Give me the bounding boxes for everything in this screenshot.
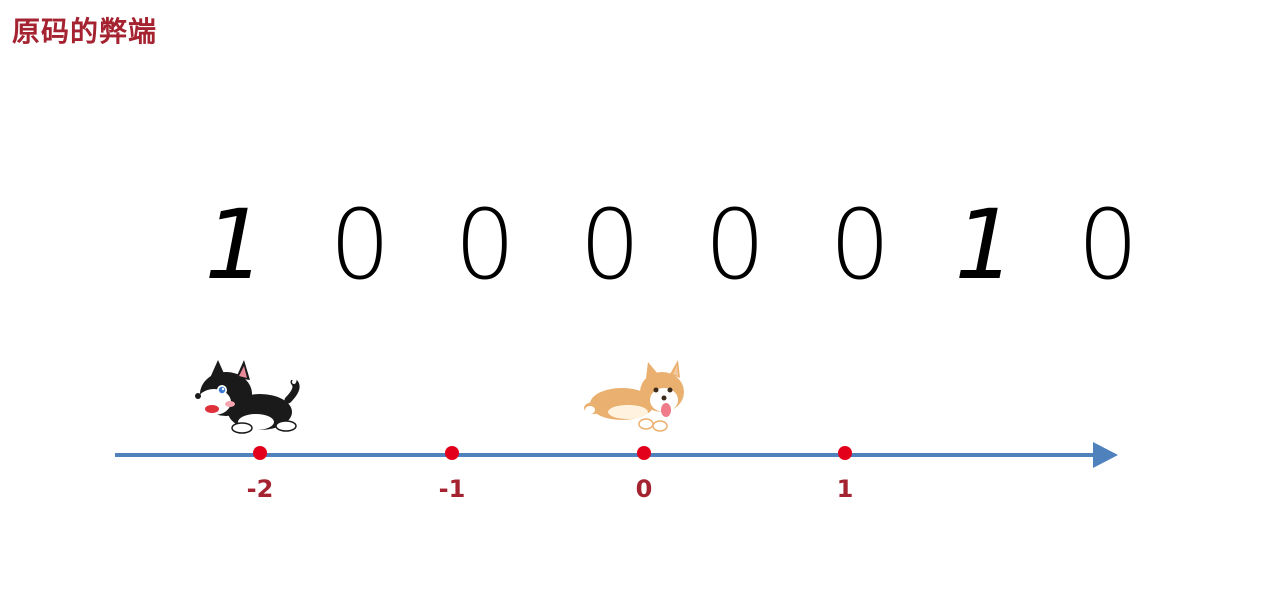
tick-point [445,446,459,460]
binary-digit: 1 [204,189,266,301]
binary-code-row: 1 0 0 0 0 0 1 0 [0,195,1287,295]
binary-digit: 0 [704,189,766,301]
binary-digit: 0 [579,189,641,301]
tick-label: -2 [247,475,274,503]
slide-title: 原码的弊端 [12,15,158,48]
tick-label: 0 [636,475,653,503]
tick-label: 1 [837,475,854,503]
black-dog-icon [195,360,300,434]
tick-points: -2 -1 0 1 [247,446,854,503]
binary-digit: 0 [829,189,891,301]
binary-digit: 1 [954,189,1016,301]
tick-label: -1 [439,475,466,503]
tick-point [253,446,267,460]
corgi-icon [584,360,684,432]
binary-digit: 0 [329,189,391,301]
tick-point [637,446,651,460]
binary-digit: 0 [1077,189,1139,301]
binary-digit: 0 [454,189,516,301]
tick-point [838,446,852,460]
axis-arrow-icon [1093,442,1118,468]
